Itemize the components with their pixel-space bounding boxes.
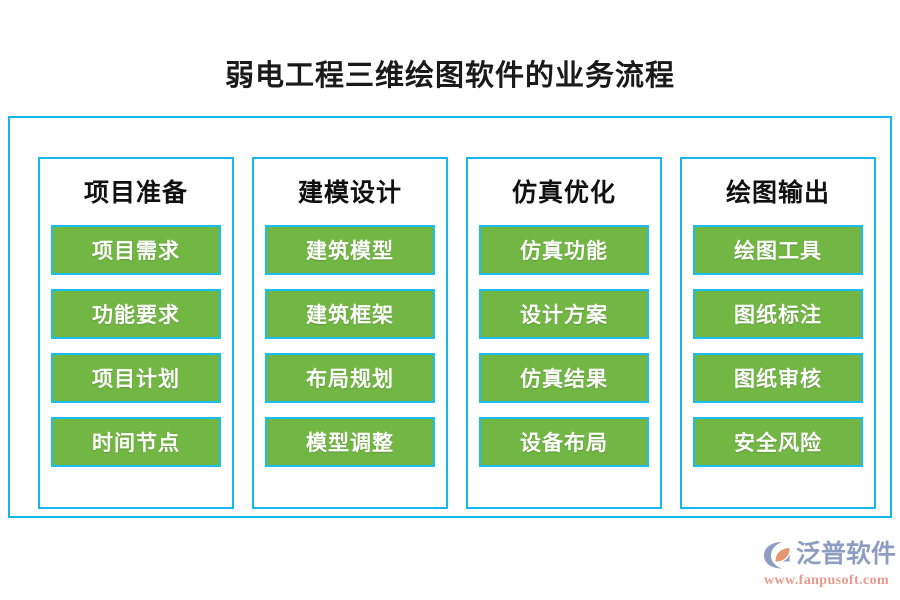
column-item-list: 绘图工具 图纸标注 图纸审核 安全风险 xyxy=(682,225,874,467)
flow-item[interactable]: 建筑框架 xyxy=(265,289,435,339)
flow-item[interactable]: 功能要求 xyxy=(51,289,221,339)
logo-row: 泛普软件 xyxy=(762,538,897,571)
flow-item[interactable]: 时间节点 xyxy=(51,417,221,467)
flow-item[interactable]: 布局规划 xyxy=(265,353,435,403)
flow-item[interactable]: 设计方案 xyxy=(479,289,649,339)
flow-item[interactable]: 设备布局 xyxy=(479,417,649,467)
flow-item[interactable]: 绘图工具 xyxy=(693,225,863,275)
flow-item[interactable]: 安全风险 xyxy=(693,417,863,467)
column-item-list: 仿真功能 设计方案 仿真结果 设备布局 xyxy=(468,225,660,467)
flow-item[interactable]: 项目需求 xyxy=(51,225,221,275)
flow-item[interactable]: 图纸标注 xyxy=(693,289,863,339)
flow-item[interactable]: 项目计划 xyxy=(51,353,221,403)
flow-column-modeling-design: 建模设计 建筑模型 建筑框架 布局规划 模型调整 xyxy=(252,157,448,509)
flow-outer-frame: 项目准备 项目需求 功能要求 项目计划 时间节点 建模设计 建筑模型 建筑框架 … xyxy=(8,116,892,518)
flow-columns: 项目准备 项目需求 功能要求 项目计划 时间节点 建模设计 建筑模型 建筑框架 … xyxy=(38,157,876,509)
flow-item[interactable]: 图纸审核 xyxy=(693,353,863,403)
page-title: 弱电工程三维绘图软件的业务流程 xyxy=(224,60,675,92)
column-title: 绘图输出 xyxy=(725,180,830,207)
flow-item[interactable]: 模型调整 xyxy=(265,417,435,467)
flow-column-simulation-optimization: 仿真优化 仿真功能 设计方案 仿真结果 设备布局 xyxy=(466,157,662,509)
brand-logo: 泛普软件 www.fanpusoft.com xyxy=(762,538,897,590)
column-title: 仿真优化 xyxy=(511,180,616,207)
column-title: 建模设计 xyxy=(297,180,402,207)
column-item-list: 项目需求 功能要求 项目计划 时间节点 xyxy=(40,225,232,467)
flow-item[interactable]: 建筑模型 xyxy=(265,225,435,275)
column-title: 项目准备 xyxy=(83,180,188,207)
logo-url: www.fanpusoft.com xyxy=(764,573,890,588)
flow-item[interactable]: 仿真功能 xyxy=(479,225,649,275)
flow-column-drawing-output: 绘图输出 绘图工具 图纸标注 图纸审核 安全风险 xyxy=(680,157,876,509)
fanpu-logo-icon xyxy=(762,540,794,570)
column-item-list: 建筑模型 建筑框架 布局规划 模型调整 xyxy=(254,225,446,467)
flow-item[interactable]: 仿真结果 xyxy=(479,353,649,403)
flow-column-project-preparation: 项目准备 项目需求 功能要求 项目计划 时间节点 xyxy=(38,157,234,509)
logo-name: 泛普软件 xyxy=(796,540,897,568)
